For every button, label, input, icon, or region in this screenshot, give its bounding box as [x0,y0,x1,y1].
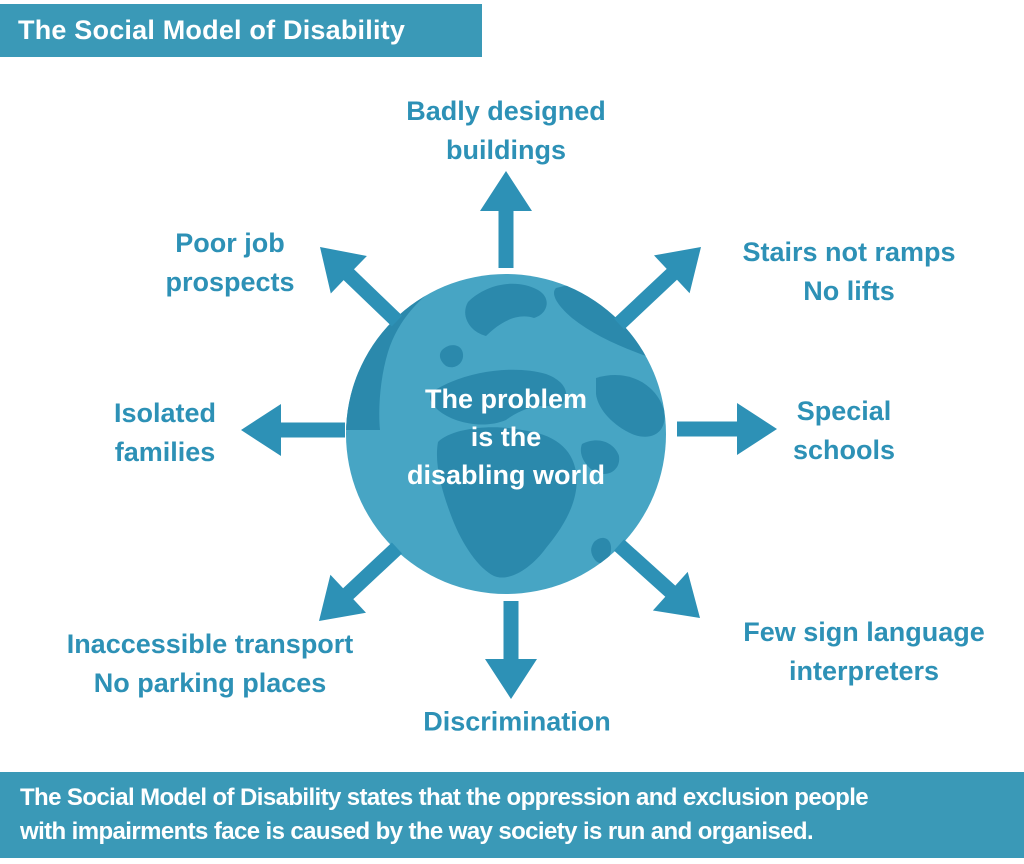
inaccessible-transport-label: Inaccessible transport No parking places [67,625,354,703]
badly-designed-buildings-label-line-1: Badly designed [406,96,606,126]
footer-banner: The Social Model of Disability states th… [0,772,1024,858]
few-sign-language-interpreters-label: Few sign language interpreters [743,613,985,691]
stairs-not-ramps-arrow [613,247,701,330]
globe-text-line-2: is the [470,422,542,452]
stairs-not-ramps-label-line-1: Stairs not ramps [742,237,956,267]
header-banner: The Social Model of Disability [0,4,482,57]
badly-designed-buildings-label: Badly designed buildings [406,92,606,170]
special-schools-label-line-1: Special [796,396,892,426]
poor-job-prospects-label-line-1: Poor job [175,228,285,258]
globe-center-text: The problem is the disabling world [407,380,605,494]
isolated-families-label: Isolated families [114,394,216,472]
landmass-britain [439,345,464,368]
poor-job-prospects-arrow [320,247,403,327]
poor-job-prospects-label: Poor job prospects [165,224,294,302]
landmass-arabia [580,440,620,475]
few-sign-language-interpreters-label-line-2: interpreters [788,656,940,686]
poor-job-prospects-label-line-2: prospects [165,267,295,297]
inaccessible-transport-label-line-2: No parking places [93,668,327,698]
arrows-group [241,171,777,699]
discrimination-label: Discrimination [423,703,611,742]
globe-text-line-3: disabling world [406,460,606,490]
isolated-families-label-line-2: families [114,437,216,467]
landmass-asia [596,374,665,437]
badly-designed-buildings-arrow [480,171,532,268]
landmass-northamerica-rim [346,274,452,430]
footer-text-line-2: with impairments face is caused by the w… [20,818,814,845]
landmass-scandinavia [465,283,547,336]
stairs-not-ramps-label: Stairs not ramps No lifts [742,233,955,311]
inaccessible-transport-label-line-1: Inaccessible transport [66,629,354,659]
isolated-families-arrow [241,404,345,456]
landmass-madagascar [591,537,612,564]
landmass-europe [430,369,567,425]
few-sign-language-interpreters-label-line-1: Few sign language [743,617,985,647]
discrimination-label-line-1: Discrimination [423,706,611,737]
discrimination-arrow [485,601,537,699]
footer-text-line-1: The Social Model of Disability states th… [20,784,869,811]
globe-text-line-1: The problem [424,384,588,414]
special-schools-label: Special schools [793,392,895,470]
badly-designed-buildings-label-line-2: buildings [446,135,566,165]
special-schools-label-line-2: schools [792,435,896,465]
isolated-families-label-line-1: Isolated [113,398,217,428]
landmass-africa [436,427,577,578]
few-sign-language-interpreters-arrow [614,539,700,618]
inaccessible-transport-arrow [319,542,403,621]
special-schools-arrow [677,403,777,455]
page-title: The Social Model of Disability [18,15,406,45]
stairs-not-ramps-label-line-2: No lifts [803,276,895,306]
